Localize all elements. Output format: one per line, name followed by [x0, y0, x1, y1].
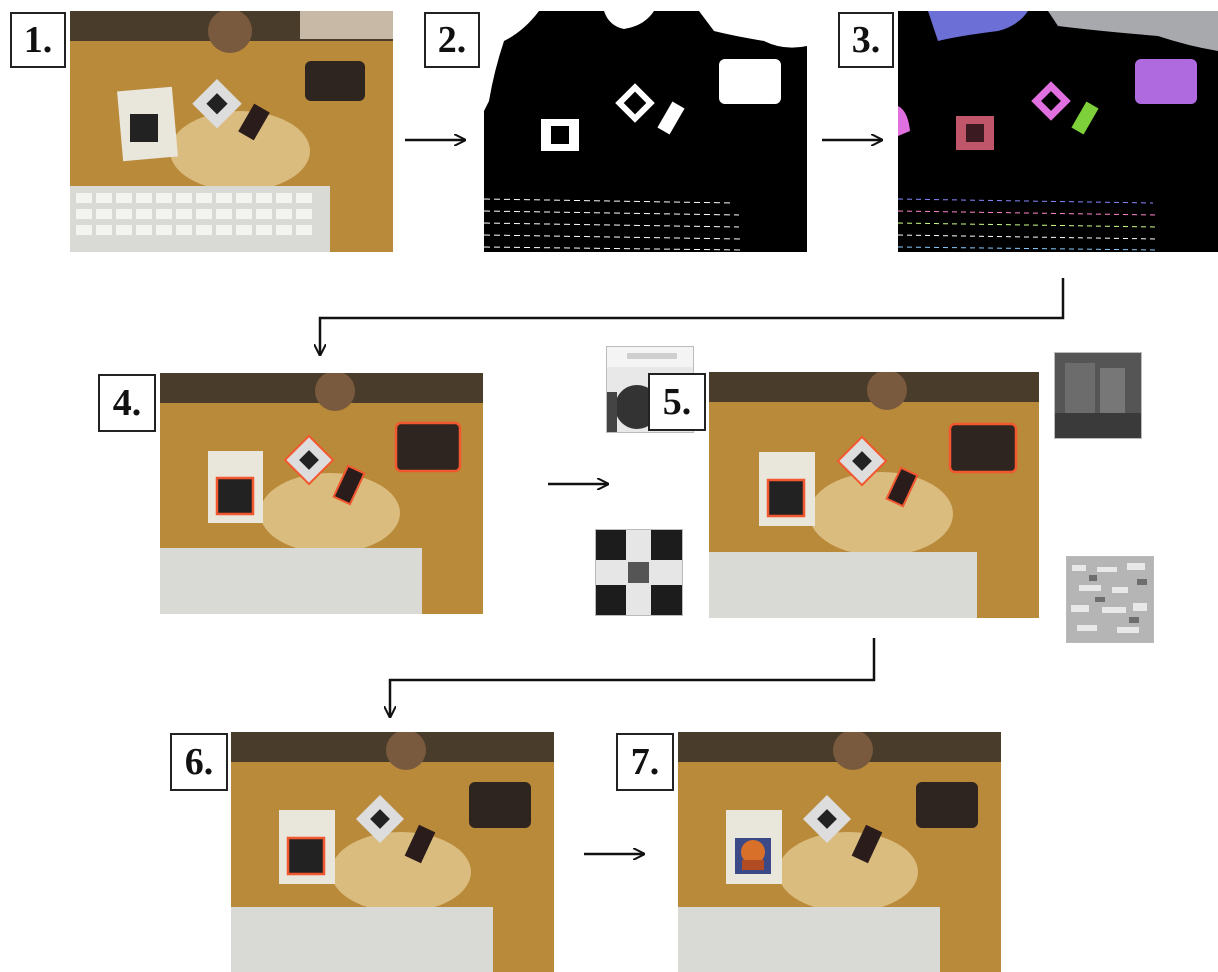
step-number-4: 4. [98, 374, 156, 432]
step-4-candidate-contours [160, 373, 483, 614]
step-7-augmented-overlay [678, 732, 1001, 972]
step-3-segmented-regions [898, 11, 1218, 252]
step-number-2: 2. [424, 12, 480, 68]
patch-noisy-texture [1066, 556, 1154, 643]
step-number-6: 6. [170, 733, 228, 791]
step-number-1: 1. [10, 12, 66, 68]
step-number-7: 7. [616, 733, 674, 791]
step-5-candidate-contours [709, 372, 1039, 618]
step-6-detected-marker [231, 732, 554, 972]
step-1-original-photo [70, 11, 393, 252]
step-number-5: 5. [648, 373, 706, 431]
step-2-binary-threshold [484, 11, 807, 252]
patch-marker-cross [595, 529, 683, 616]
step-number-3: 3. [838, 12, 894, 68]
arrow-5-to-6 [390, 638, 876, 716]
arrow-3-to-4 [320, 278, 1065, 354]
patch-dark-box [1054, 352, 1142, 439]
